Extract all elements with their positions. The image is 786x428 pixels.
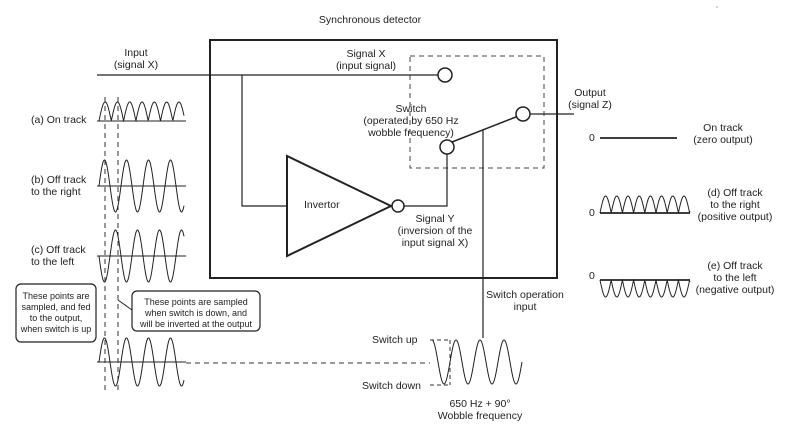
detector-box bbox=[209, 39, 558, 279]
row-c-label: (c) Off track to the left bbox=[31, 244, 86, 268]
waveforms bbox=[98, 101, 691, 387]
wave-on-track bbox=[98, 101, 185, 123]
corner-mark: s bbox=[716, 4, 718, 9]
row-b-label: (b) Off track to the right bbox=[31, 174, 87, 198]
callout-down-box bbox=[131, 290, 261, 332]
signal-x-label: Signal X (input signal) bbox=[335, 48, 397, 72]
switch-operation-label: Switch operation input bbox=[486, 289, 564, 313]
wobble-caption: 650 Hz + 90° Wobble frequency bbox=[437, 398, 523, 422]
callout-sampled-up: These points are sampled, and fed to the… bbox=[20, 291, 92, 334]
invertor-bubble bbox=[391, 199, 405, 213]
wave-left-ref bbox=[98, 337, 185, 387]
switch-up-label: Switch up bbox=[372, 334, 418, 346]
out-off-left-label: (e) Off track to the left (negative outp… bbox=[695, 260, 775, 296]
switch-pivot bbox=[515, 106, 531, 122]
wave-off-right bbox=[98, 159, 185, 213]
out-on-track-label: On track (zero output) bbox=[693, 122, 753, 146]
wave-off-left bbox=[98, 229, 185, 283]
wave-wobble bbox=[431, 339, 523, 385]
callout-sampled-down: These points are sampled when switch is … bbox=[139, 297, 253, 329]
row-a-label: (a) On track bbox=[31, 114, 87, 126]
output-label: Output (signal Z) bbox=[568, 87, 612, 111]
input-label: Input (signal X) bbox=[113, 47, 159, 71]
switch-box bbox=[409, 55, 545, 169]
out-off-right-label: (d) Off track to the right (positive out… bbox=[697, 187, 773, 223]
callout-pointer bbox=[117, 299, 133, 311]
invertor-triangle bbox=[286, 154, 394, 258]
invertor-feed bbox=[241, 75, 287, 207]
invertor-label: Invertor bbox=[304, 199, 340, 211]
switch-down-label: Switch down bbox=[362, 380, 421, 392]
zero-mark-3: 0 bbox=[589, 270, 595, 282]
signal-y-line bbox=[404, 154, 448, 207]
figure-title: Synchronous detector bbox=[318, 14, 422, 26]
zero-mark-1: 0 bbox=[589, 132, 595, 144]
switch-arm bbox=[451, 114, 522, 143]
callout-up-box bbox=[15, 283, 97, 343]
signal-y-label: Signal Y (inversion of the input signal … bbox=[397, 213, 473, 249]
wave-out-positive bbox=[599, 195, 691, 215]
contact-x bbox=[437, 67, 453, 83]
contact-y bbox=[439, 139, 455, 155]
wave-out-negative bbox=[599, 278, 691, 298]
zero-mark-2: 0 bbox=[589, 207, 595, 219]
switch-label: Switch (operated by 650 Hz wobble freque… bbox=[363, 103, 459, 139]
